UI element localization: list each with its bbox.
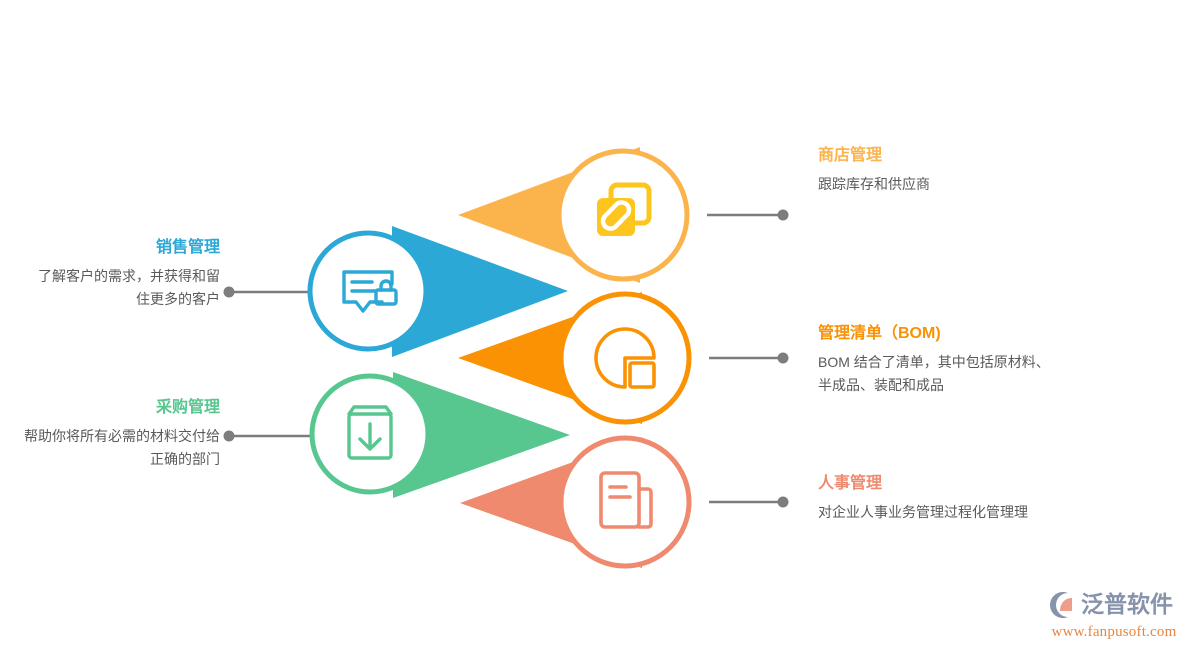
connector-purchasing [223,430,310,442]
chat-lock-icon [342,270,398,313]
label-hr-desc: 对企业人事业务管理过程化管理理 [818,504,1028,520]
brand-logo-url: www.fanpusoft.com [1051,624,1177,640]
label-hr-title: 人事管理 [818,475,883,492]
brand-logo-name: 泛普软件 [1081,591,1173,618]
link-copy-icon [597,182,652,236]
connector-shop [707,209,789,221]
label-sales: 销售管理 了解客户的需求，并获得和留住更多的客户 [30,236,220,311]
connector-hr [709,496,789,508]
label-hr: 人事管理 对企业人事业务管理过程化管理理 [818,472,1050,524]
node-bom[interactable] [558,291,692,425]
label-purchasing: 采购管理 帮助你将所有必需的材料交付给正确的部门 [20,396,220,471]
wedge-sales [392,226,568,357]
fanpu-logo-icon [1050,592,1072,618]
pie-chart-square-icon [594,327,656,389]
box-download-icon [347,405,393,460]
wedge-purchasing [393,372,570,498]
node-purchasing[interactable] [309,373,431,495]
label-shop-desc: 跟踪库存和供应商 [818,176,930,192]
connector-sales [223,286,308,298]
brand-logo: 泛普软件 www.fanpusoft.com [1048,589,1180,641]
label-purchasing-desc: 帮助你将所有必需的材料交付给正确的部门 [24,428,220,468]
label-bom: 管理清单（BOM) BOM 结合了清单，其中包括原材料、半成品、装配和成品 [818,322,1050,397]
node-sales[interactable] [307,230,429,352]
label-purchasing-title: 采购管理 [155,399,220,416]
document-pages-icon [599,471,653,529]
label-bom-title: 管理清单（BOM) [818,325,941,342]
label-bom-desc: BOM 结合了清单，其中包括原材料、半成品、装配和成品 [818,354,1050,394]
label-sales-desc: 了解客户的需求，并获得和留住更多的客户 [38,268,220,308]
connector-bom [709,352,789,364]
label-shop: 商店管理 跟踪库存和供应商 [818,144,1068,196]
node-shop[interactable] [556,148,690,282]
label-shop-title: 商店管理 [818,147,883,164]
brand-logo-row: 泛普软件 [1048,589,1180,621]
label-sales-title: 销售管理 [155,239,220,256]
node-hr[interactable] [558,435,692,569]
